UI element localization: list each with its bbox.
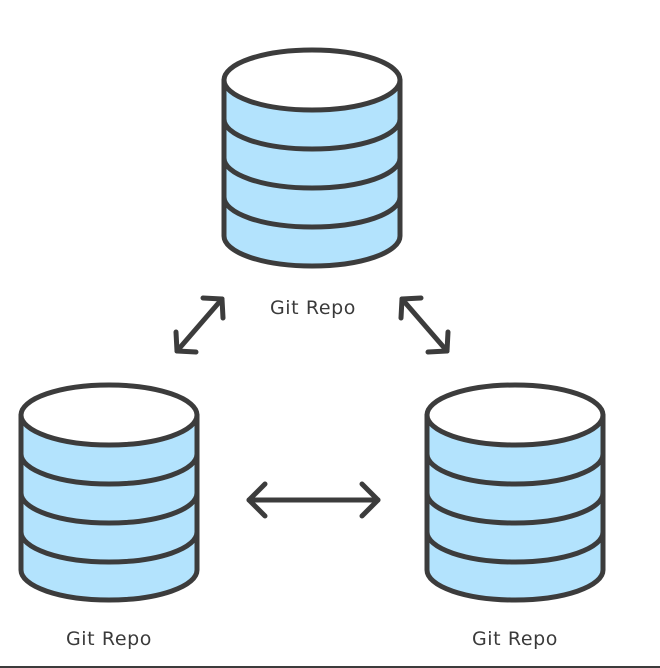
database-icon bbox=[18, 382, 200, 603]
database-icon bbox=[424, 382, 606, 603]
double-arrow-icon bbox=[398, 295, 451, 355]
repo-node-left: Git Repo bbox=[18, 382, 200, 650]
repo-node-top: Git Repo bbox=[221, 47, 403, 319]
repo-label-left: Git Repo bbox=[66, 628, 152, 650]
double-arrow-icon bbox=[173, 295, 226, 355]
repo-node-right: Git Repo bbox=[424, 382, 606, 650]
database-icon bbox=[221, 47, 403, 269]
double-arrow-icon bbox=[246, 481, 381, 519]
repo-label-right: Git Repo bbox=[472, 628, 558, 650]
repo-label-top: Git Repo bbox=[270, 297, 356, 319]
